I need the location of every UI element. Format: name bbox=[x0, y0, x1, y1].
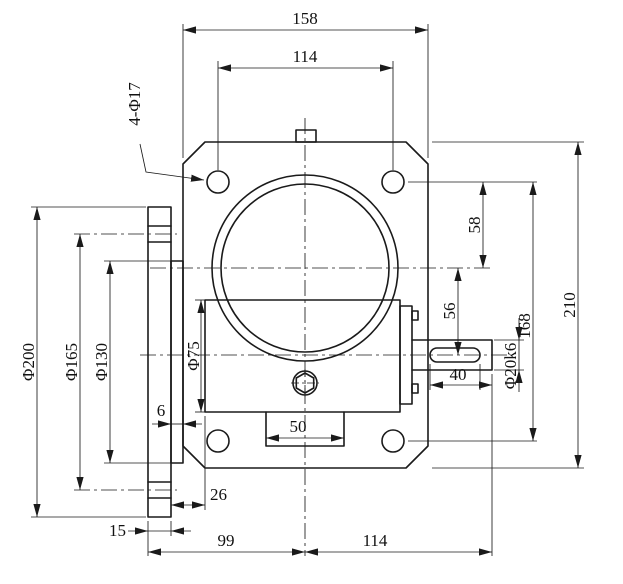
main-bore-outer-circle bbox=[211, 174, 399, 362]
bearing-cover-screw-top bbox=[411, 310, 419, 321]
flange-side-view bbox=[147, 206, 184, 518]
dim-bolt-spacing-horizontal: 114 bbox=[293, 47, 318, 66]
bolt-hole-bottom-right bbox=[381, 429, 405, 453]
bolt-hole-top-left bbox=[206, 170, 230, 194]
dim-centerline-to-shaft-end: 114 bbox=[363, 531, 388, 550]
bottom-slot bbox=[265, 411, 345, 447]
bolt-hole-bottom-left bbox=[206, 429, 230, 453]
dim-bore-to-shaft-axis: 56 bbox=[440, 303, 459, 320]
front-view bbox=[182, 129, 493, 469]
dim-overall-height: 210 bbox=[560, 292, 579, 318]
dim-flange-to-housing: 26 bbox=[210, 485, 227, 504]
dim-bolt-spacing-vertical: 168 bbox=[515, 313, 534, 339]
flange-spigot bbox=[170, 260, 184, 464]
dim-holes-to-bore-center: 58 bbox=[465, 217, 484, 234]
drain-plug-hex bbox=[295, 372, 315, 394]
dimension-lines bbox=[33, 26, 582, 556]
bearing-cover bbox=[399, 305, 413, 405]
bearing-cover-screw-bottom bbox=[411, 383, 419, 394]
drain-plug-boss bbox=[292, 370, 318, 396]
extension-lines bbox=[31, 24, 584, 556]
lifting-tab bbox=[295, 129, 317, 143]
dim-bore-diameter: Φ75 bbox=[184, 341, 203, 370]
dim-flange-bolt-circle: Φ165 bbox=[62, 343, 81, 381]
dim-spigot-depth: 6 bbox=[157, 401, 166, 420]
dim-flange-to-centerline: 99 bbox=[218, 531, 235, 550]
dim-overall-width: 158 bbox=[292, 9, 318, 28]
flange-plate bbox=[147, 206, 172, 518]
dim-flange-thickness: 15 bbox=[109, 521, 126, 540]
dimension-labels: 158 114 4-Φ17 58 56 168 210 Φ20k6 40 Φ75… bbox=[19, 9, 579, 550]
dim-flange-spigot-diameter: Φ130 bbox=[92, 343, 111, 381]
dim-bottom-slot-width: 50 bbox=[290, 417, 307, 436]
housing-outline bbox=[182, 141, 429, 469]
output-shaft bbox=[411, 339, 493, 371]
dim-keyway-length: 40 bbox=[450, 365, 467, 384]
bolt-hole-top-right bbox=[381, 170, 405, 194]
center-lines bbox=[74, 118, 507, 556]
dim-corner-holes: 4-Φ17 bbox=[125, 82, 144, 126]
dim-flange-outer-diameter: Φ200 bbox=[19, 343, 38, 381]
main-bore-inner-circle bbox=[220, 183, 390, 353]
leader-corner-holes bbox=[139, 143, 205, 182]
dim-shaft-diameter: Φ20k6 bbox=[501, 343, 520, 389]
